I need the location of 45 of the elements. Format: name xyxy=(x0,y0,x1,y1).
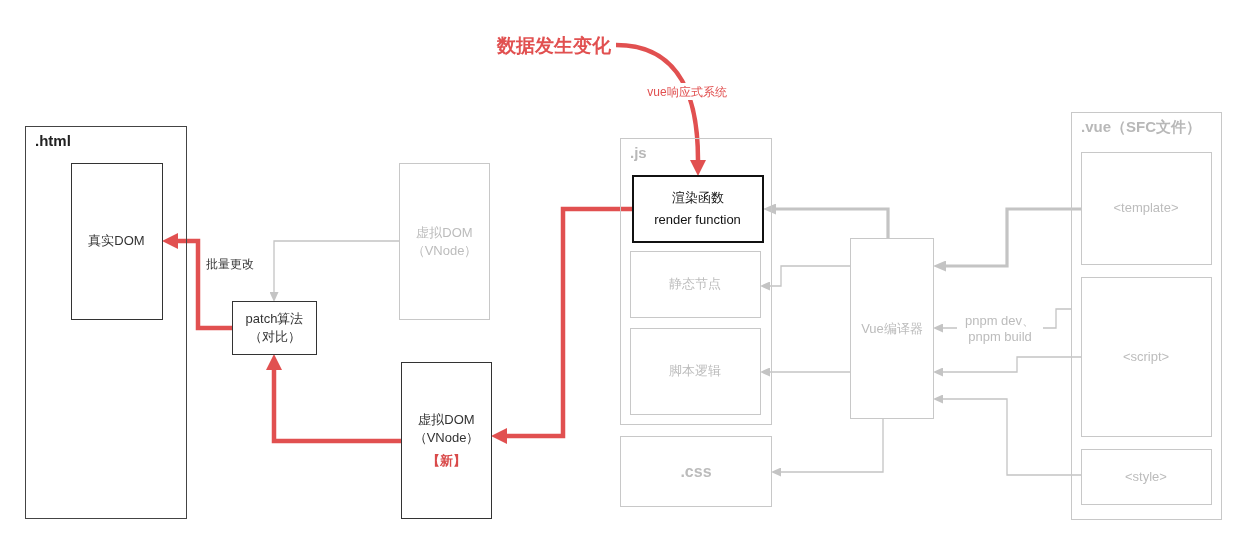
arrow xyxy=(269,240,400,302)
arrow xyxy=(933,394,1082,476)
file-box xyxy=(620,436,772,507)
process-box xyxy=(70,162,163,320)
process-box xyxy=(1080,448,1212,505)
arrow xyxy=(771,418,884,477)
box-label: 虚拟DOM（VNode） xyxy=(410,223,479,260)
process-box xyxy=(629,327,761,415)
arrow xyxy=(760,265,851,291)
box-label: Vue编译器 xyxy=(861,319,923,338)
arrow xyxy=(933,207,1081,272)
box-label: .css xyxy=(680,461,712,482)
process-box xyxy=(850,238,934,419)
arrow xyxy=(491,206,632,444)
arrow xyxy=(760,367,851,377)
process-box xyxy=(1080,276,1212,437)
arrow xyxy=(615,42,706,176)
arrow xyxy=(933,356,1082,377)
arrow xyxy=(162,233,232,331)
box-label: <style> xyxy=(1125,467,1167,486)
process-box xyxy=(631,174,764,243)
box-label: 脚本逻辑 xyxy=(669,362,721,380)
container-title: .js xyxy=(630,143,647,163)
box-label: 真实DOM xyxy=(88,232,145,250)
container-title: .vue（SFC文件） xyxy=(1081,117,1201,137)
file-container xyxy=(620,138,772,425)
process-box xyxy=(401,362,492,519)
box-label: 渲染函数 xyxy=(671,188,724,207)
box-label: render function xyxy=(654,210,741,229)
box-label: <template> xyxy=(1113,199,1179,217)
process-box xyxy=(1080,151,1212,265)
box-label: patch算法（对比） xyxy=(244,310,305,346)
box-label: 虚拟DOM（VNode） xyxy=(412,410,481,447)
trigger-text: 数据发生变化 xyxy=(492,32,616,60)
container-title: .html xyxy=(35,131,71,151)
box-label: 静态节点 xyxy=(669,275,721,293)
arrow xyxy=(266,354,401,444)
process-box xyxy=(232,301,317,355)
arrow xyxy=(763,203,890,238)
process-box xyxy=(629,250,761,318)
file-container xyxy=(1071,112,1222,520)
file-container xyxy=(25,126,187,519)
process-box xyxy=(399,163,490,320)
box-label: <script> xyxy=(1122,347,1170,366)
tag-label: 【新】 xyxy=(426,451,467,470)
